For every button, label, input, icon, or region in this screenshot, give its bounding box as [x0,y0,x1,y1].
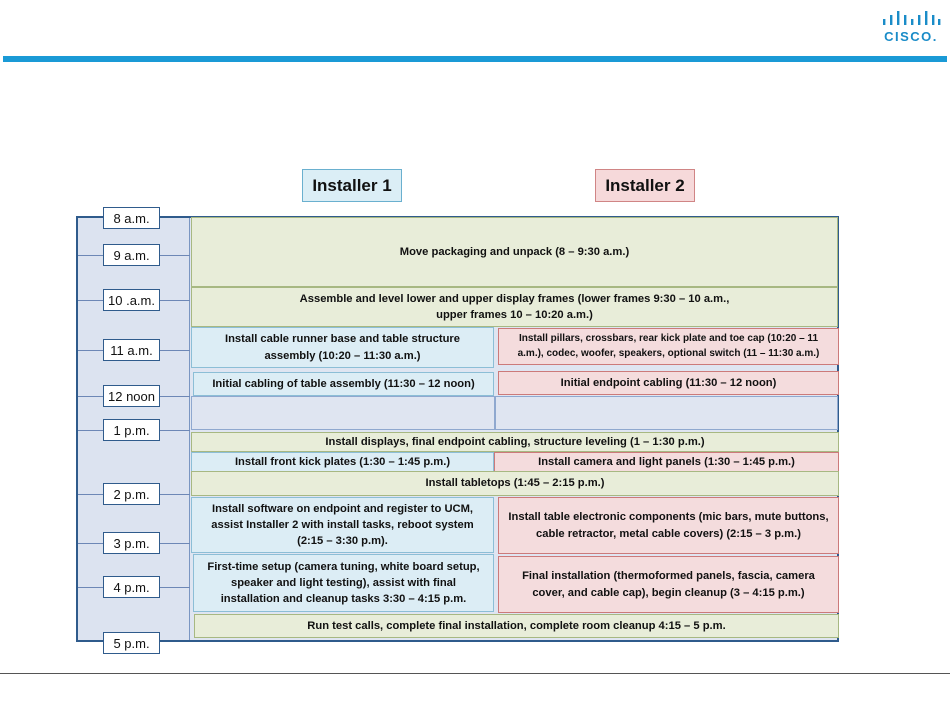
time-label-4pm: 4 p.m. [103,576,160,598]
time-label-11am: 11 a.m. [103,339,160,361]
task-pillars: Install pillars, crossbars, rear kick pl… [498,328,839,365]
time-label-3pm: 3 p.m. [103,532,160,554]
header-bar [3,56,947,62]
task-assemble-frames: Assemble and level lower and upper displ… [191,287,838,327]
task-electronic-components: Install table electronic components (mic… [498,497,839,554]
task-install-displays: Install displays, final endpoint cabling… [191,432,839,452]
time-label-1pm: 1 p.m. [103,419,160,441]
task-front-kick-plates: Install front kick plates (1:30 – 1:45 p… [191,452,494,473]
task-software: Install software on endpoint and registe… [191,497,494,553]
cisco-logo: CISCO. [878,8,944,46]
task-initial-endpoint-cabling: Initial endpoint cabling (11:30 – 12 noo… [498,371,839,395]
lunch-slot-installer2 [495,396,838,430]
time-label-9am: 9 a.m. [103,244,160,266]
lunch-slot-installer1 [191,396,495,430]
task-assemble-frames-line2: upper frames 10 – 10:20 a.m.) [436,309,593,321]
task-test-calls: Run test calls, complete final installat… [194,614,839,638]
cisco-logo-text: CISCO. [884,29,938,44]
time-label-2pm: 2 p.m. [103,483,160,505]
task-tabletops: Install tabletops (1:45 – 2:15 p.m.) [191,471,839,496]
task-assemble-frames-line1: Assemble and level lower and upper displ… [299,292,730,305]
task-camera-light-panels: Install camera and light panels (1:30 – … [494,452,839,473]
installer2-header: Installer 2 [595,169,695,202]
time-label-8am: 8 a.m. [103,207,160,229]
installer1-header: Installer 1 [302,169,402,202]
task-move-packaging: Move packaging and unpack (8 – 9:30 a.m.… [191,217,838,287]
time-label-12noon: 12 noon [103,385,160,407]
time-label-10am: 10 .a.m. [103,289,160,311]
task-cable-runner: Install cable runner base and table stru… [191,327,494,368]
cisco-bars-icon [883,11,941,25]
task-initial-cabling-table: Initial cabling of table assembly (11:30… [193,372,494,396]
footer-line [0,673,950,674]
task-final-installation: Final installation (thermoformed panels,… [498,556,839,613]
task-first-time-setup: First-time setup (camera tuning, white b… [193,554,494,612]
time-label-5pm: 5 p.m. [103,632,160,654]
